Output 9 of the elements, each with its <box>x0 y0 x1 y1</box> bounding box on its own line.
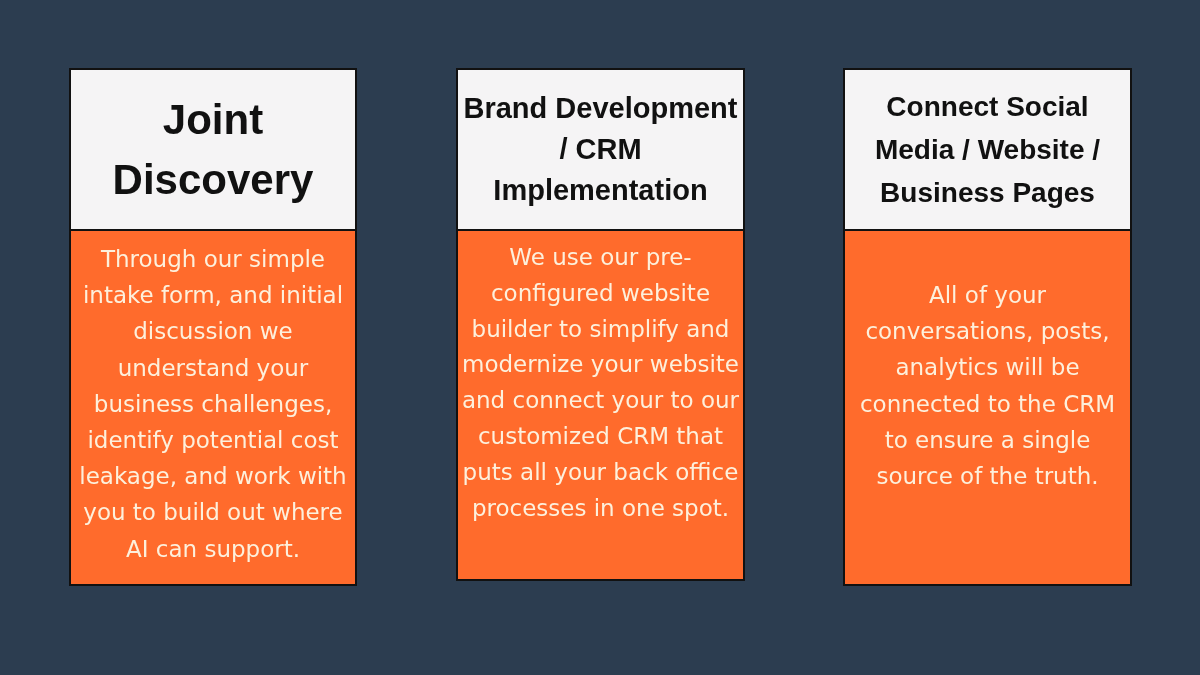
card-description: All of your conversations, posts, analytics will be connected to the CRM to ensure a single source of the truth. <box>858 281 1117 491</box>
step-card <box>843 68 1132 586</box>
step-card <box>69 68 357 586</box>
card-title: Brand Development / CRM Implementation <box>462 91 739 208</box>
step-card <box>456 68 745 581</box>
card-title: Joint Discovery <box>111 94 315 205</box>
card-description: Through our simple intake form, and initial discussion we understand your business challenges, identify potential cost leakage, and work with you to build out where AI can support. <box>78 245 348 564</box>
card-title: Connect Social Media / Website / Business Pages <box>873 90 1102 210</box>
card-description: We use our pre-configured website builder to simplify and modernize your website and connect your to our customized CRM that puts all your back office processes in one spot. <box>460 243 741 523</box>
